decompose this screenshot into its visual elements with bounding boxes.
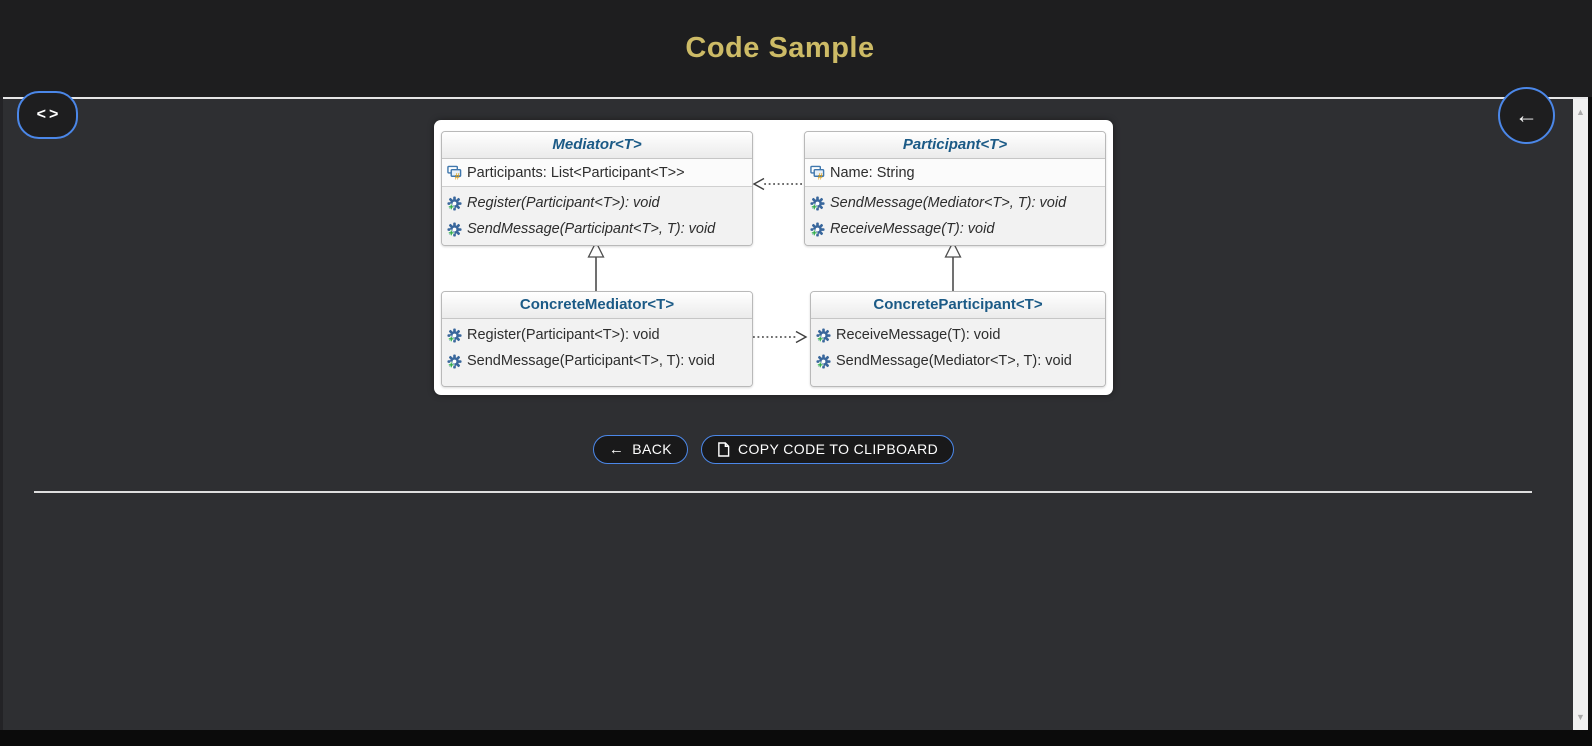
- property-label: Name: String: [830, 164, 915, 181]
- scrollbar[interactable]: ▲ ▼: [1573, 99, 1588, 730]
- bottom-edge-strip: [0, 730, 1592, 746]
- class-property-row: # Participants: List<Participant<T>>: [442, 159, 752, 187]
- class-methods-section: SendMessage(Mediator<T>, T): void Receiv…: [805, 187, 1105, 245]
- method-label: SendMessage(Participant<T>, T): void: [467, 353, 715, 369]
- class-method-row: SendMessage(Mediator<T>, T): void: [811, 348, 1105, 374]
- field-icon: #: [810, 165, 825, 180]
- method-icon: [447, 195, 462, 211]
- class-title: Participant<T>: [805, 132, 1105, 159]
- back-arrow-icon: ←: [608, 440, 625, 458]
- class-box-participant: Participant<T> # Name: String SendMessag…: [804, 131, 1106, 246]
- class-title: ConcreteMediator<T>: [442, 292, 752, 319]
- class-box-mediator: Mediator<T> # Participants: List<Partici…: [441, 131, 753, 246]
- copy-document-icon: [717, 441, 730, 457]
- method-icon: [816, 353, 831, 369]
- method-icon: [810, 221, 825, 237]
- class-method-row: Register(Participant<T>): void: [442, 322, 752, 348]
- property-label: Participants: List<Participant<T>>: [467, 164, 685, 181]
- inheritance-arrow: [944, 240, 962, 291]
- method-icon: [816, 327, 831, 343]
- left-edge-strip: [0, 97, 3, 730]
- back-fab-button[interactable]: ←: [1498, 87, 1555, 144]
- relation-arrows: [587, 177, 962, 344]
- method-icon: [447, 353, 462, 369]
- class-title: Mediator<T>: [442, 132, 752, 159]
- code-icon: <>: [36, 106, 62, 123]
- class-box-concrete-participant: ConcreteParticipant<T> ReceiveMessage(T)…: [810, 291, 1106, 387]
- view-code-button[interactable]: <>: [17, 91, 78, 139]
- class-box-concrete-mediator: ConcreteMediator<T> Register(Participant…: [441, 291, 753, 387]
- class-methods-section: ReceiveMessage(T): void SendMessage(Medi…: [811, 319, 1105, 386]
- method-label: SendMessage(Mediator<T>, T): void: [836, 353, 1072, 369]
- method-icon: [447, 327, 462, 343]
- dependency-arrow: [753, 330, 808, 344]
- class-method-row: Register(Participant<T>): void: [442, 190, 752, 216]
- method-icon: [447, 221, 462, 237]
- class-methods-section: Register(Participant<T>): void SendMessa…: [442, 187, 752, 245]
- class-method-row: ReceiveMessage(T): void: [805, 216, 1105, 242]
- method-label: SendMessage(Participant<T>, T): void: [467, 221, 716, 237]
- back-button[interactable]: ← BACK: [592, 434, 688, 464]
- method-icon: [810, 195, 825, 211]
- class-property-row: # Name: String: [805, 159, 1105, 187]
- inheritance-arrow: [587, 240, 605, 291]
- class-title: ConcreteParticipant<T>: [811, 292, 1105, 319]
- method-label: Register(Participant<T>): void: [467, 327, 660, 343]
- section-divider: [34, 491, 1532, 493]
- page-title: Code Sample: [685, 32, 875, 64]
- class-methods-section: Register(Participant<T>): void SendMessa…: [442, 319, 752, 386]
- method-label: SendMessage(Mediator<T>, T): void: [830, 195, 1067, 211]
- method-label: ReceiveMessage(T): void: [836, 327, 1001, 343]
- method-label: ReceiveMessage(T): void: [830, 221, 995, 237]
- scroll-up-icon[interactable]: ▲: [1576, 107, 1585, 117]
- right-edge-strip: [1588, 97, 1592, 730]
- back-button-label: BACK: [632, 441, 672, 457]
- class-method-row: ReceiveMessage(T): void: [811, 322, 1105, 348]
- svg-text:#: #: [455, 172, 460, 180]
- class-method-row: SendMessage(Participant<T>, T): void: [442, 348, 752, 374]
- field-icon: #: [447, 165, 462, 180]
- uml-diagram-panel: Mediator<T> # Participants: List<Partici…: [434, 120, 1113, 395]
- scroll-down-icon[interactable]: ▼: [1576, 712, 1585, 722]
- copy-code-button[interactable]: COPY CODE TO CLIPBOARD: [700, 434, 955, 464]
- action-bar: ← BACK COPY CODE TO CLIPBOARD: [434, 434, 1113, 464]
- copy-button-label: COPY CODE TO CLIPBOARD: [737, 441, 939, 457]
- method-label: Register(Participant<T>): void: [467, 195, 660, 211]
- header-bar: Code Sample: [0, 0, 1592, 99]
- dependency-arrow: [752, 177, 802, 191]
- class-method-row: SendMessage(Mediator<T>, T): void: [805, 190, 1105, 216]
- back-arrow-icon: ←: [1515, 102, 1538, 128]
- svg-text:#: #: [818, 172, 823, 180]
- class-method-row: SendMessage(Participant<T>, T): void: [442, 216, 752, 242]
